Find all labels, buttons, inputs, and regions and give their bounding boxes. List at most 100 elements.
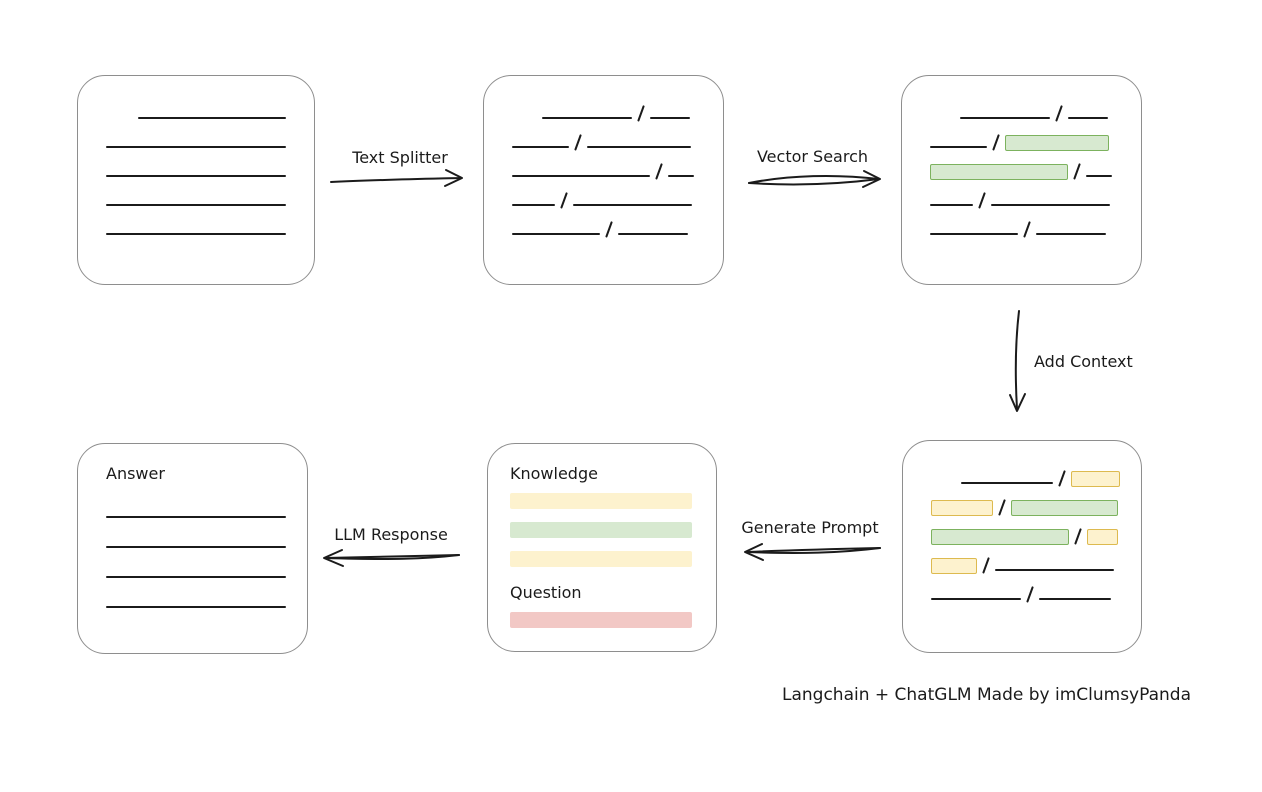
text-line [512, 204, 555, 206]
node-text-chunks [483, 75, 724, 285]
text-line [106, 175, 286, 177]
text-row [930, 151, 1119, 180]
arrow-head [862, 170, 881, 188]
slash-separator [1023, 221, 1032, 238]
knowledge-bars [510, 493, 692, 567]
text-row [930, 93, 1119, 122]
knowledge-heading: Knowledge [510, 464, 598, 483]
add-context-arrow [1009, 310, 1026, 412]
text-line [106, 516, 286, 518]
text-row [512, 151, 701, 180]
slash-separator [1074, 528, 1083, 545]
arrow-shaft [745, 547, 881, 554]
text-row [106, 521, 286, 551]
text-line [618, 233, 689, 235]
generate-prompt-label: Generate Prompt [741, 518, 879, 537]
text-line [106, 233, 286, 235]
answer-lines [106, 491, 286, 611]
text-row [512, 180, 701, 209]
text-row [106, 209, 292, 238]
question-bars [510, 612, 692, 628]
context-chunk-lines [903, 441, 1141, 603]
text-splitter-arrow [330, 169, 463, 187]
text-line [512, 233, 600, 235]
indent-gap [106, 121, 138, 122]
yellow-highlight-chip [931, 500, 993, 516]
slash-separator [1026, 586, 1035, 603]
prompt-box-content: Knowledge Question [488, 444, 716, 628]
text-row [931, 574, 1119, 603]
arrow-head [1009, 393, 1026, 412]
llm-response-arrow [323, 549, 460, 567]
text-line [1086, 175, 1113, 177]
arrow-shaft [1014, 310, 1020, 410]
text-splitter-label: Text Splitter [352, 148, 448, 167]
arrow-shaft [745, 547, 881, 553]
text-row [930, 180, 1119, 209]
text-row [512, 209, 701, 238]
text-row [930, 209, 1119, 238]
vector-search-label: Vector Search [756, 147, 869, 166]
text-line [512, 175, 650, 177]
document-lines [78, 76, 314, 238]
chunk-lines [484, 76, 723, 238]
text-row [512, 93, 701, 122]
text-row [512, 122, 701, 151]
text-line [106, 546, 286, 548]
text-line [106, 204, 286, 206]
slash-separator [1073, 163, 1082, 180]
text-row [106, 122, 292, 151]
text-row [106, 180, 292, 209]
text-line [1036, 233, 1107, 235]
slash-separator [560, 192, 569, 209]
green-highlight-chip [1011, 500, 1119, 516]
slash-separator [637, 105, 646, 122]
green-bar [510, 522, 692, 538]
text-line [106, 146, 286, 148]
generate-prompt-arrow [744, 543, 881, 561]
node-document [77, 75, 315, 285]
arrow-head [444, 169, 463, 187]
text-row [106, 491, 286, 521]
green-highlight-chip [930, 164, 1068, 180]
text-line [542, 117, 632, 119]
arrow-head [323, 549, 344, 567]
text-line [573, 204, 693, 206]
text-row [106, 93, 292, 122]
yellow-bar [510, 551, 692, 567]
text-line [995, 569, 1115, 571]
text-line [1068, 117, 1109, 119]
answer-box-content: Answer [78, 444, 307, 611]
yellow-highlight-chip [931, 558, 977, 574]
text-row [931, 516, 1119, 545]
question-heading: Question [510, 583, 582, 602]
diagram-caption: Langchain + ChatGLM Made by imClumsyPand… [782, 685, 1191, 705]
slash-separator [998, 499, 1007, 516]
add-context-label: Add Context [1034, 352, 1133, 371]
text-line [668, 175, 695, 177]
text-line [650, 117, 691, 119]
text-row [106, 151, 292, 180]
text-line [106, 606, 286, 608]
slash-separator [605, 221, 614, 238]
text-line [930, 204, 973, 206]
slash-separator [1055, 105, 1064, 122]
arrow-shaft [330, 177, 462, 183]
text-line [138, 117, 286, 119]
text-line [960, 117, 1050, 119]
node-matched-chunks [901, 75, 1142, 285]
text-line [1039, 598, 1112, 600]
matched-chunk-lines [902, 76, 1141, 238]
yellow-highlight-chip [1087, 529, 1119, 545]
red-bar [510, 612, 692, 628]
llm-response-label: LLM Response [334, 525, 448, 544]
green-highlight-chip [1005, 135, 1110, 151]
text-row [931, 545, 1119, 574]
indent-gap [512, 121, 542, 122]
arrow-shaft [324, 554, 460, 560]
answer-heading: Answer [106, 464, 165, 483]
text-line [961, 482, 1053, 484]
node-context-chunks [902, 440, 1142, 653]
text-row [106, 581, 286, 611]
